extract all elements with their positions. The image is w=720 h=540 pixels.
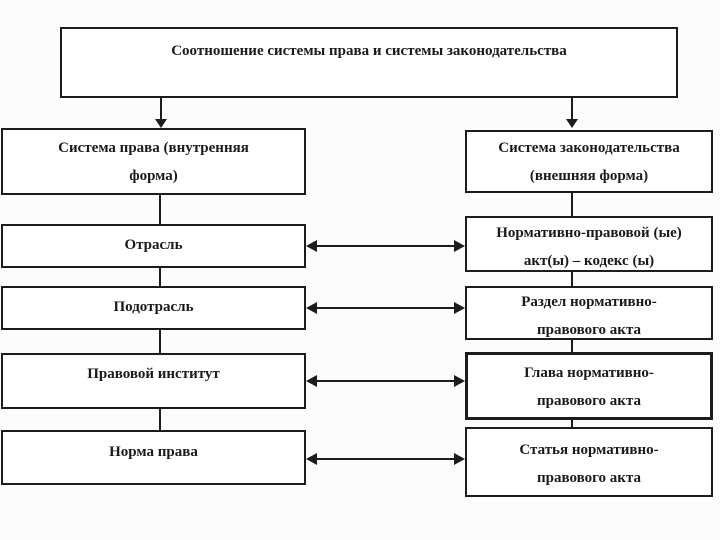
connector-left-2-3 [159,268,161,286]
right-box-glava-akta: Глава нормативно-правового акта [465,352,713,420]
connector-right-2-3 [571,272,573,286]
connector-right-3-4 [571,340,573,352]
double-arrow-row-4 [306,375,465,387]
arrow-right-icon [454,302,465,314]
connector-left-4-5 [159,409,161,430]
arrow-line [313,307,458,309]
arrow-left-icon [306,302,317,314]
left-column-header-box: Система права (внутренняя форма) [1,128,306,195]
arrow-left-icon [306,453,317,465]
arrow-title-to-right-line [571,98,573,120]
arrow-right-icon [454,240,465,252]
double-arrow-row-3 [306,302,465,314]
diagram-title: Соотношение системы права и системы зако… [60,27,678,98]
arrow-left-icon [306,375,317,387]
arrow-line [313,380,458,382]
arrow-title-to-left-line [160,98,162,120]
arrow-left-icon [306,240,317,252]
right-box-normativno-pravovoy-akt: Нормативно-правовой (ые) акт(ы) – кодекс… [465,216,713,272]
connector-right-1-2 [571,193,573,216]
left-box-norma-prava: Норма права [1,430,306,485]
connector-left-1-2 [159,195,161,224]
left-box-pravovoy-institut: Правовой институт [1,353,306,409]
arrow-line [313,245,458,247]
arrow-right-icon [454,375,465,387]
double-arrow-row-2 [306,240,465,252]
arrow-down-icon [155,119,167,128]
arrow-down-icon [566,119,578,128]
connector-right-4-5 [571,420,573,427]
left-box-otrasl: Отрасль [1,224,306,268]
right-box-statya-akta: Статья нормативно-правового акта [465,427,713,497]
arrow-line [313,458,458,460]
double-arrow-row-5 [306,453,465,465]
connector-left-3-4 [159,330,161,353]
left-box-podotrasl: Подотрасль [1,286,306,330]
right-box-razdel-akta: Раздел нормативно-правового акта [465,286,713,340]
arrow-right-icon [454,453,465,465]
right-column-header-box: Система законодательства (внешняя форма) [465,130,713,193]
